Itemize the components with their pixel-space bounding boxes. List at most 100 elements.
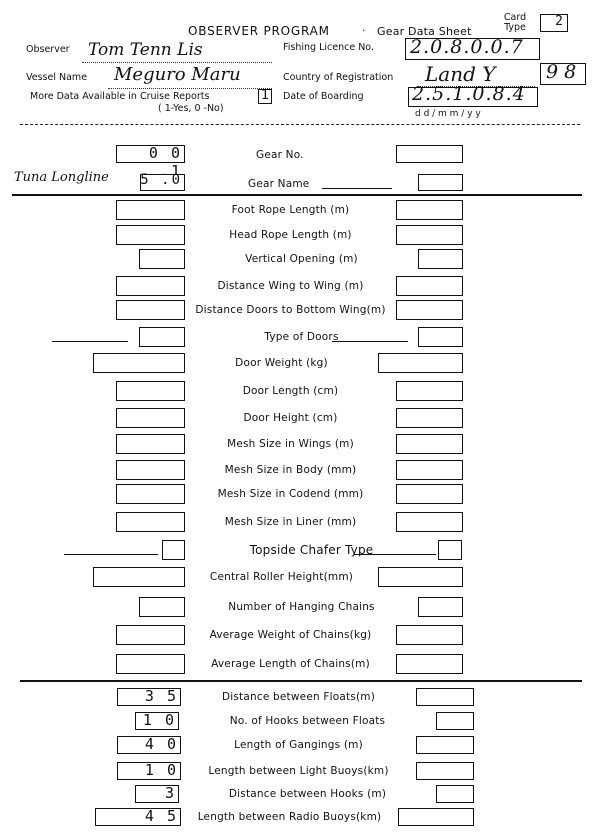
field-label: Door Height (cm): [243, 412, 338, 424]
card-type-value: 2: [555, 14, 565, 29]
field-left-box[interactable]: [116, 512, 185, 532]
longline-right-box[interactable]: [398, 808, 474, 826]
field-left-box[interactable]: [116, 408, 185, 428]
field-right-line: [354, 554, 436, 555]
field-left-box[interactable]: [116, 200, 185, 220]
field-label: Central Roller Height(mm): [209, 571, 354, 583]
field-right-box[interactable]: [396, 200, 463, 220]
card-type-box[interactable]: [540, 14, 568, 32]
boarding-label: Date of Boarding: [283, 91, 364, 102]
field-left-box[interactable]: [116, 484, 185, 504]
gear-name-left-box[interactable]: [140, 174, 185, 191]
field-right-box[interactable]: [418, 597, 463, 617]
section-divider-top: [12, 194, 582, 196]
field-left-box[interactable]: [139, 597, 185, 617]
field-right-box[interactable]: [396, 434, 463, 454]
field-right-box[interactable]: [396, 408, 463, 428]
field-right-box[interactable]: [438, 540, 462, 560]
field-left-box[interactable]: [116, 654, 185, 674]
field-left-box[interactable]: [139, 327, 185, 347]
field-left-box[interactable]: [93, 353, 185, 373]
field-left-box[interactable]: [139, 249, 185, 269]
observer-value[interactable]: Tom Tenn Lis: [88, 40, 203, 60]
sheet-name: Gear Data Sheet: [377, 25, 472, 38]
field-right-box[interactable]: [396, 625, 463, 645]
country-code-value: 9 8: [546, 61, 577, 83]
longline-right-box[interactable]: [416, 762, 474, 780]
field-right-box[interactable]: [396, 276, 463, 296]
field-label: Distance Wing to Wing (m): [217, 280, 364, 292]
field-left-line: [64, 554, 158, 555]
field-right-box[interactable]: [378, 567, 463, 587]
vessel-underline: [108, 88, 272, 89]
longline-value: 4 0: [144, 735, 178, 753]
field-right-box[interactable]: [378, 353, 463, 373]
field-label: Average Length of Chains(m): [211, 658, 370, 670]
field-label: Foot Rope Length (m): [231, 204, 350, 216]
separator-dot: ·: [362, 25, 366, 37]
field-left-box[interactable]: [116, 434, 185, 454]
more-data-value: 1: [261, 88, 270, 103]
field-right-box[interactable]: [396, 654, 463, 674]
field-left-box[interactable]: [93, 567, 185, 587]
longline-label: Length between Light Buoys(km): [208, 765, 389, 777]
field-left-box[interactable]: [162, 540, 185, 560]
gear-name-label: Gear Name: [248, 178, 310, 190]
vessel-value[interactable]: Meguro Maru: [114, 64, 241, 85]
boarding-value: 2.5.1.0.8.4: [412, 83, 526, 105]
longline-right-box[interactable]: [436, 712, 474, 730]
longline-value: 1 0: [142, 711, 176, 729]
longline-label: Length of Gangings (m): [234, 739, 363, 751]
observer-underline: [82, 62, 272, 63]
longline-label: Distance between Floats(m): [221, 691, 375, 703]
field-left-box[interactable]: [116, 381, 185, 401]
gear-no-left-box[interactable]: [116, 145, 185, 163]
longline-right-box[interactable]: [416, 736, 474, 754]
country-code-box[interactable]: [540, 63, 586, 85]
boarding-box[interactable]: [408, 87, 538, 107]
field-left-box[interactable]: [116, 460, 185, 480]
gear-no-label: Gear No.: [256, 149, 304, 161]
field-left-box[interactable]: [116, 625, 185, 645]
longline-left-box[interactable]: [135, 712, 179, 730]
section-divider-bottom: [20, 680, 582, 682]
form-title: OBSERVER PROGRAM: [188, 24, 330, 38]
field-left-box[interactable]: [116, 276, 185, 296]
field-right-box[interactable]: [396, 484, 463, 504]
country-label: Country of Registration: [283, 72, 394, 83]
card-type-label: Card Type: [503, 12, 527, 33]
licence-box[interactable]: [405, 38, 540, 60]
longline-right-box[interactable]: [416, 688, 474, 706]
field-right-box[interactable]: [418, 327, 463, 347]
field-label: Number of Hanging Chains: [228, 601, 375, 613]
longline-left-box[interactable]: [117, 736, 181, 754]
field-label: Head Rope Length (m): [229, 229, 352, 241]
field-right-box[interactable]: [396, 381, 463, 401]
longline-left-box[interactable]: [135, 785, 179, 803]
gear-name-right-box[interactable]: [418, 174, 463, 191]
field-left-box[interactable]: [116, 300, 185, 320]
header-divider: [20, 124, 580, 125]
licence-value: 2.0.8.0.0.7: [410, 36, 524, 58]
field-label: Average Weight of Chains(kg): [209, 629, 372, 641]
field-label: Door Weight (kg): [235, 357, 328, 369]
field-left-box[interactable]: [116, 225, 185, 245]
field-right-box[interactable]: [396, 300, 463, 320]
field-label: Vertical Opening (m): [245, 253, 358, 265]
field-right-box[interactable]: [396, 460, 463, 480]
longline-left-box[interactable]: [117, 762, 181, 780]
more-data-box[interactable]: [258, 89, 272, 104]
field-right-box[interactable]: [418, 249, 463, 269]
field-label: Type of Doors: [264, 331, 339, 343]
longline-label: Length between Radio Buoys(km): [197, 811, 382, 823]
longline-left-box[interactable]: [117, 688, 181, 706]
longline-value: 1 0: [144, 761, 178, 779]
boarding-format: d d / m m / y y: [415, 109, 481, 119]
longline-right-box[interactable]: [436, 785, 474, 803]
field-right-box[interactable]: [396, 225, 463, 245]
gear-no-right-box[interactable]: [396, 145, 463, 163]
observer-label: Observer: [26, 44, 70, 55]
country-value[interactable]: Land Y: [425, 62, 496, 86]
longline-left-box[interactable]: [95, 808, 181, 826]
field-right-box[interactable]: [396, 512, 463, 532]
